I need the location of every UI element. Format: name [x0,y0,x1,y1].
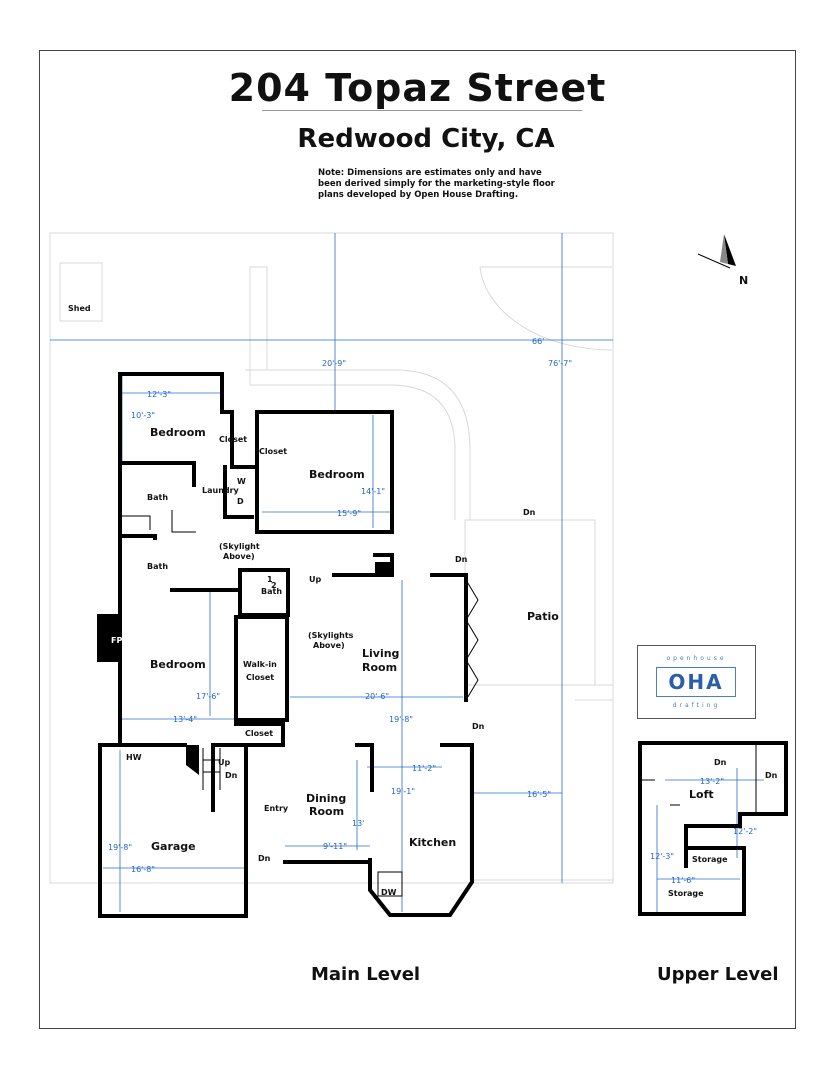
dim-patio-w: 16'-5" [527,790,551,799]
dim-loft-w: 13'-2" [700,777,724,786]
dim-living-d: 19'-8" [389,715,413,724]
skylights-label-b: Above) [313,641,345,650]
up-2-label: Up [218,758,230,767]
dn-2-label: Dn [472,722,485,731]
dim-kitchen-w: 11'-2" [412,764,436,773]
kitchen-label: Kitchen [409,836,456,849]
site-outline [49,232,614,884]
skylight-label-b: Above) [223,552,255,561]
room-labels: Shed Bedroom Closet Closet Bedroom Bath … [68,304,778,898]
half-bath-frac2-label: 2 [271,581,277,590]
dim-garage-w: 16'-8" [131,865,155,874]
company-logo: openhouse OHA drafting [637,645,756,719]
logo-mark: OHA [656,667,736,697]
page-title: 204 Topaz Street [228,66,607,110]
skylights-label: (Skylights [308,631,354,640]
fireplace-icon [97,614,121,662]
dim-storage-d: 12'-3" [650,852,674,861]
bedroom-sw-label: Bedroom [150,658,206,671]
dn-3-label: Dn [225,771,238,780]
dn-patio-label: Dn [523,508,536,517]
half-bath-label: Bath [261,587,282,596]
living-label-b: Room [362,661,397,674]
dryer-label: D [237,497,244,506]
page-subtitle: Redwood City, CA [297,124,555,154]
entry-label: Entry [264,804,289,813]
walkin-label-b: Closet [246,673,274,682]
dim-dining-d: 13' [352,819,364,828]
dimension-lines [50,233,764,912]
dn-4-label: Dn [258,854,271,863]
dn-loft-1-label: Dn [714,758,727,767]
dishwasher-label: DW [381,888,397,897]
dim-living-w: 20'-6" [365,692,389,701]
sliding-door-icon [465,579,479,701]
north-label: N [739,274,748,287]
dim-lot-width: 66' [532,337,544,346]
stair-icon [202,748,221,790]
bath-1-label: Bath [147,493,168,502]
shed-label: Shed [68,304,91,313]
dn-loft-2-label: Dn [765,771,778,780]
garage-label: Garage [151,840,196,853]
dim-bed-nw-w: 12'-3" [147,390,171,399]
north-arrow-icon: N [697,234,748,287]
water-heater-icon [186,745,199,775]
closet-a-label: Closet [219,435,247,444]
loft-label: Loft [689,788,714,801]
up-1-label: Up [309,575,321,584]
closet-c-label: Closet [245,729,273,738]
logo-bottom-text: drafting [672,702,721,709]
bath-fixture-icon [120,510,196,533]
dishwasher-icon [377,871,403,897]
bedroom-nw-label: Bedroom [150,426,206,439]
walkin-label: Walk-in [243,660,277,669]
dim-depth-b: 76'-7" [548,359,572,368]
chimney-icon [375,562,391,575]
drawing-frame [39,50,796,1029]
dim-dining-w: 9'-11" [323,842,347,851]
dim-loft-d: 12'-2" [733,827,757,836]
upper-level-walls [638,741,788,916]
dim-depth-a: 20'-9" [322,359,346,368]
bath-2-label: Bath [147,562,168,571]
disclaimer-note: Note: Dimensions are estimates only and … [318,168,555,200]
fireplace-label: FP [111,636,122,645]
dim-garage-d: 19'-8" [108,843,132,852]
upper-level-label: Upper Level [657,964,779,985]
washer-label: W [237,477,246,486]
dim-bed-nw-d: 10'-3" [131,411,155,420]
dim-storage-w: 11'-6" [671,876,695,885]
main-level-label: Main Level [311,964,421,985]
dining-label: Dining [306,792,346,805]
closet-b-label: Closet [259,447,287,456]
dim-bed-sw-w: 13'-4" [173,715,197,724]
storage-1-label: Storage [692,855,728,864]
patio-label: Patio [527,610,559,623]
main-level-walls [98,372,474,918]
skylight-label: (Skylight [219,542,260,551]
dn-1-label: Dn [455,555,468,564]
dim-bed-sw-d: 17'-6" [196,692,220,701]
logo-top-text: openhouse [666,655,727,662]
fixtures [97,510,479,897]
living-label: Living [362,647,399,660]
dim-bed-ne-w: 15'-9" [337,509,361,518]
storage-2-label: Storage [668,889,704,898]
dimension-labels: 66' 20'-9" 76'-7" 12'-3" 10'-3" 14'-1" 1… [108,337,757,885]
title-underline [262,110,582,111]
dim-kitchen-d: 19'-1" [391,787,415,796]
laundry-label: Laundry [202,486,240,495]
water-heater-label: HW [126,753,142,762]
dim-bed-ne-d: 14'-1" [361,487,385,496]
half-bath-frac-label: 1 [267,575,273,584]
dining-label-b: Room [309,805,344,818]
bedroom-ne-label: Bedroom [309,468,365,481]
